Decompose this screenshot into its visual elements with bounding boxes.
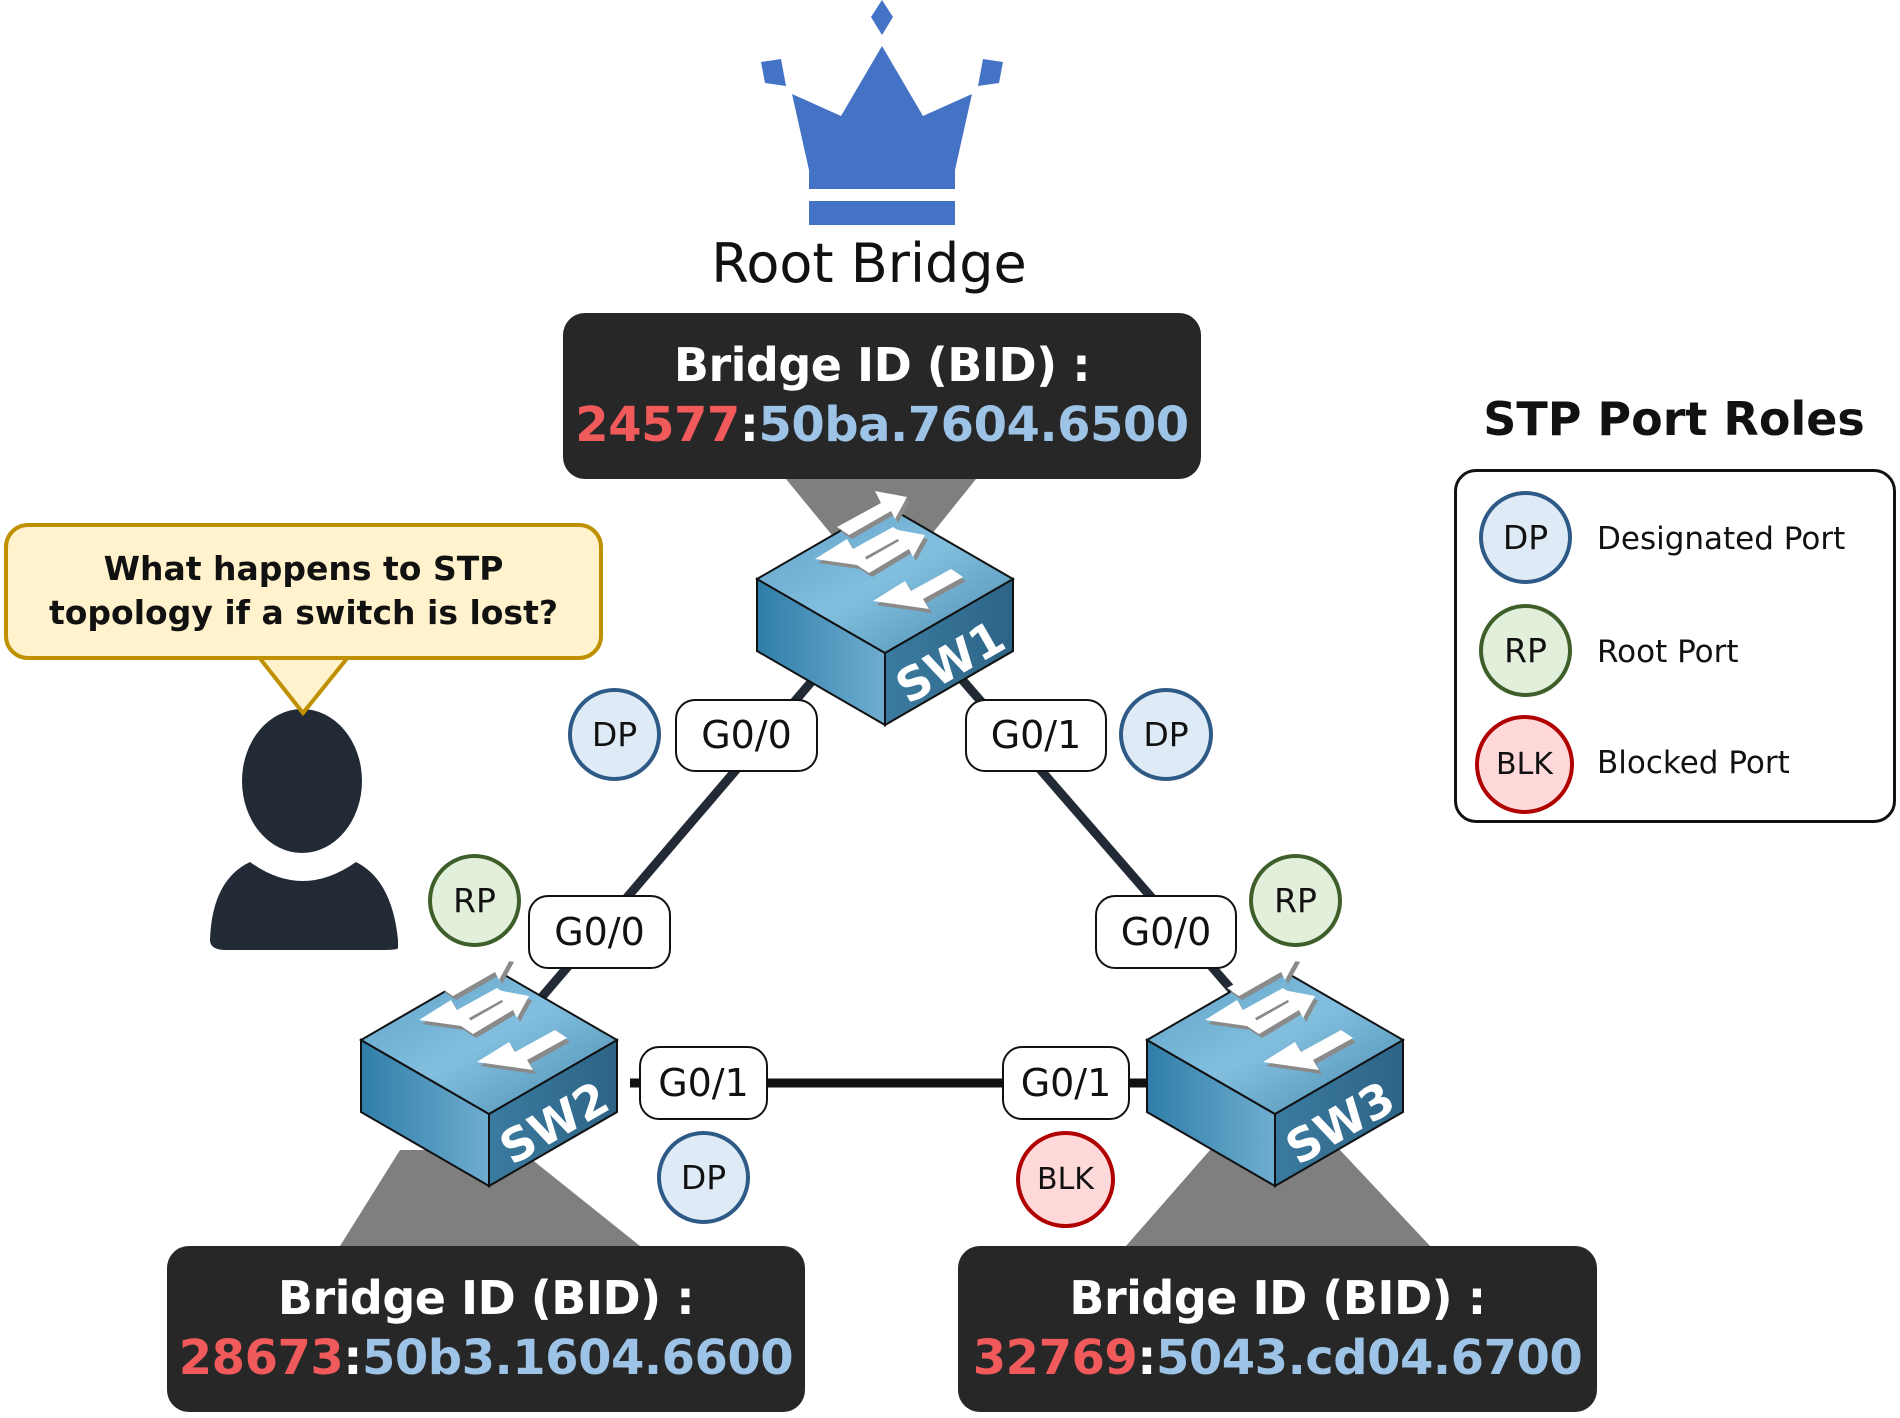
sw2-pedestal [340,1150,640,1246]
bid-mac: 5043.cd04.6700 [1155,1330,1583,1386]
legend-rp-label: Root Port [1597,634,1739,670]
question-bubble: What happens to STP topology if a switch… [4,523,603,660]
user-icon [210,709,398,950]
legend-title: STP Port Roles [1483,392,1865,446]
sw1-port-g00[interactable]: G0/0 [675,699,818,772]
sw3-bid-box: Bridge ID (BID) : 32769:5043.cd04.6700 [958,1246,1597,1412]
bid-value: 32769:5043.cd04.6700 [958,1328,1597,1388]
switch-sw1[interactable]: SW1 [755,491,1015,727]
bid-title: Bridge ID (BID) : [1069,1271,1486,1325]
question-line-1: What happens to STP [103,549,504,588]
question-line-2: topology if a switch is lost? [48,593,558,632]
switch-sw3[interactable]: SW3 [1145,952,1405,1188]
sw1-g01-role-dp: DP [1119,688,1213,781]
crown-icon [761,0,1003,225]
legend-item-designated: DP Designated Port [1479,491,1889,591]
sw3-g00-role-rp: RP [1249,854,1342,947]
switch-arrows-icon [419,952,567,1070]
legend-blk-badge: BLK [1475,715,1574,814]
switch-arrows-icon [1205,952,1353,1070]
sw3-port-g01[interactable]: G0/1 [1002,1046,1130,1120]
legend-box: DP Designated Port RP Root Port BLK Bloc… [1454,469,1896,823]
legend-dp-label: Designated Port [1597,521,1846,557]
legend-item-blocked: BLK Blocked Port [1475,715,1889,815]
sw3-port-g00[interactable]: G0/0 [1095,895,1237,969]
bid-title: Bridge ID (BID) : [673,338,1091,392]
bid-title: Bridge ID (BID) : [277,1271,695,1325]
bid-separator: : [1137,1330,1156,1386]
sw1-bid-box: Bridge ID (BID) : 24577:50ba.7604.6500 [563,313,1201,479]
switch-arrows-icon [815,491,963,609]
sw2-bid-box: Bridge ID (BID) : 28673:50b3.1604.6600 [167,1246,805,1412]
legend-blk-label: Blocked Port [1597,745,1790,781]
sw1-g00-role-dp: DP [568,688,661,781]
bid-mac: 50ba.7604.6500 [758,397,1190,453]
sw1-port-g01[interactable]: G0/1 [965,699,1107,772]
bubble-tail [253,654,354,717]
bid-separator: : [739,397,759,453]
bid-priority: 24577 [575,397,740,453]
bid-value: 24577:50ba.7604.6500 [563,395,1201,455]
legend-dp-badge: DP [1479,491,1572,584]
bid-separator: : [343,1330,362,1386]
sw3-g01-role-blk: BLK [1016,1131,1115,1228]
sw2-port-g00[interactable]: G0/0 [528,895,671,969]
switch-sw2[interactable]: SW2 [359,952,619,1188]
legend-item-root: RP Root Port [1479,604,1889,704]
bid-priority: 28673 [178,1330,344,1386]
sw2-g01-role-dp: DP [657,1131,750,1224]
bid-priority: 32769 [972,1330,1138,1386]
switch-top-face [1145,964,1405,1116]
bid-mac: 50b3.1604.6600 [361,1330,794,1386]
legend-rp-badge: RP [1479,604,1572,697]
root-bridge-label: Root Bridge [711,232,1027,295]
sw2-g00-role-rp: RP [428,854,521,947]
bid-value: 28673:50b3.1604.6600 [167,1328,805,1388]
sw2-port-g01[interactable]: G0/1 [639,1046,768,1120]
switch-top-face [359,964,619,1116]
switch-top-face [755,503,1015,655]
sw3-pedestal [1126,1150,1430,1246]
